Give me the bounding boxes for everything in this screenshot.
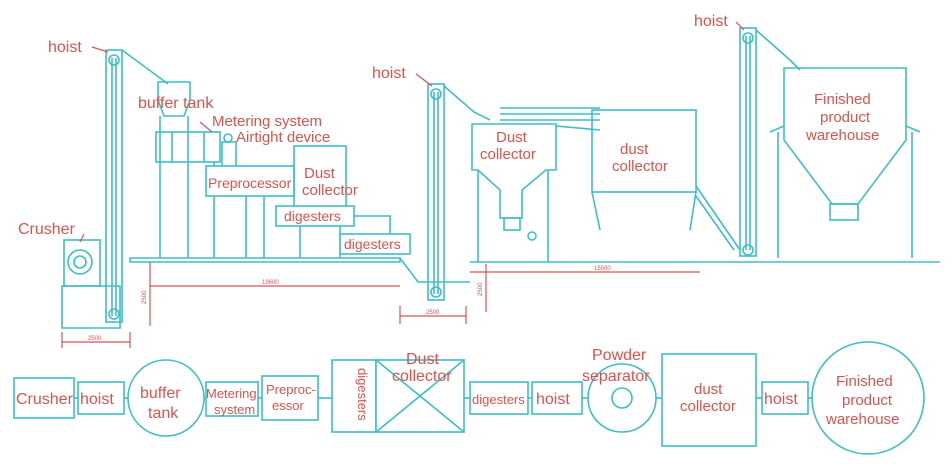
crusher-unit bbox=[61, 239, 121, 329]
flow-label-preprocessor-line2: essor bbox=[272, 398, 304, 413]
flow-preprocessor-box bbox=[261, 375, 319, 421]
label-preprocessor: Preprocessor bbox=[208, 175, 292, 191]
preprocessor-body bbox=[205, 165, 295, 197]
flow-label-hoist-2: hoist bbox=[536, 391, 570, 408]
hoist-2-chute bbox=[443, 85, 491, 121]
hoist-2-elevator bbox=[427, 83, 491, 301]
label-dust-collector-3-line1: dust bbox=[620, 141, 649, 158]
dust-collector-3-unit bbox=[591, 109, 741, 251]
buffer-tank-body bbox=[157, 81, 191, 117]
flow-label-preprocessor-line1: Preproc- bbox=[266, 382, 316, 397]
label-digesters-1: digesters bbox=[284, 208, 341, 224]
hoist-1-column bbox=[105, 49, 123, 323]
floor-ramp bbox=[399, 257, 470, 283]
digesters-2-body bbox=[339, 233, 411, 255]
dim-19600: 19600 bbox=[262, 280, 279, 286]
label-dust-collector-3-line2: collector bbox=[612, 158, 668, 175]
dim-2500-a: 2500 bbox=[88, 336, 102, 342]
side-elevation-view: 19600 15500 2500 2500 2500 2500 hoist bu… bbox=[18, 13, 940, 348]
flow-label-crusher: Crusher bbox=[16, 391, 74, 408]
flow-metering-box bbox=[205, 381, 259, 417]
flow-hoist-2-box bbox=[531, 381, 583, 415]
flow-powder-separator-core bbox=[611, 387, 633, 409]
label-warehouse-line2: product bbox=[820, 109, 871, 126]
label-dust-collector-1-line1: Dust bbox=[304, 165, 336, 182]
outlet-duct bbox=[695, 185, 741, 251]
hoist-3-elevator bbox=[739, 27, 801, 257]
dust-collector-2-unit bbox=[471, 123, 557, 262]
flow-label-dust-collector-2-line2: collector bbox=[680, 398, 736, 415]
dim-15500: 15500 bbox=[594, 266, 611, 272]
hoist-3-column bbox=[739, 27, 757, 257]
label-crusher: Crusher bbox=[18, 221, 76, 238]
crusher-wheel bbox=[67, 249, 93, 275]
airtight-device bbox=[223, 133, 233, 143]
label-warehouse-line3: warehouse bbox=[805, 127, 879, 144]
flow-label-digesters-vertical: digesters bbox=[355, 368, 370, 421]
label-dust-collector-2-line1: Dust bbox=[496, 129, 528, 146]
dust-collector-2-body bbox=[471, 123, 557, 219]
crusher-base bbox=[61, 285, 121, 329]
metering-frame bbox=[155, 131, 221, 163]
flow-dust-collector-2-box bbox=[661, 353, 757, 447]
buffer-tank-unit bbox=[157, 81, 191, 258]
label-hoist-3: hoist bbox=[694, 13, 728, 30]
flow-label-hoist-3: hoist bbox=[764, 391, 798, 408]
digester-connector bbox=[354, 215, 391, 234]
flow-label-buffer-tank-line2: tank bbox=[148, 405, 179, 422]
flow-label-dust-collector-line1: Dust bbox=[406, 351, 439, 368]
duct-lines bbox=[500, 107, 601, 131]
crusher-body bbox=[63, 239, 101, 287]
flow-digesters-box bbox=[331, 359, 377, 433]
crusher-hub bbox=[73, 255, 87, 269]
flow-label-buffer-tank-line1: buffer bbox=[140, 385, 181, 402]
floor-platform-left bbox=[129, 257, 401, 263]
hoist-1-chute bbox=[121, 49, 169, 85]
label-warehouse-line1: Finished bbox=[814, 91, 871, 108]
label-airtight-device: Airtight device bbox=[236, 129, 330, 146]
flow-label-digesters: digesters bbox=[472, 392, 525, 407]
label-metering-system: Metering system bbox=[212, 113, 322, 130]
flow-label-metering-line1: Metering bbox=[206, 386, 257, 401]
hoist-2-column bbox=[427, 83, 445, 301]
flow-hoist-1-box bbox=[77, 381, 125, 415]
hoist-3-chute bbox=[755, 29, 801, 71]
flow-label-powder-separator-line1: Powder bbox=[592, 347, 647, 364]
flow-label-dust-collector-2-line1: dust bbox=[694, 381, 723, 398]
warehouse-silo-unit bbox=[769, 67, 921, 258]
dust-collector-1-unit bbox=[293, 145, 347, 258]
flow-label-warehouse-line3: warehouse bbox=[825, 411, 899, 428]
dust-collector-3-body bbox=[591, 109, 697, 193]
flow-label-powder-separator-line2: separator bbox=[582, 368, 650, 385]
flow-label-metering-line2: system bbox=[214, 402, 255, 417]
dim-2500-b: 2500 bbox=[426, 310, 440, 316]
flow-label-warehouse-line1: Finished bbox=[836, 373, 893, 390]
label-digesters-2: digesters bbox=[344, 236, 401, 252]
flow-label-warehouse-line2: product bbox=[842, 392, 893, 409]
dimension-lines bbox=[61, 262, 700, 348]
dim-2500-d: 2500 bbox=[478, 282, 484, 296]
label-dust-collector-1-line2: collector bbox=[302, 182, 358, 199]
dim-2500-c: 2500 bbox=[142, 290, 148, 304]
flow-warehouse-circle bbox=[811, 341, 925, 455]
flow-digesters-2-box bbox=[469, 381, 529, 415]
label-buffer-tank: buffer tank bbox=[138, 95, 214, 112]
flow-label-dust-collector-line2: collector bbox=[392, 368, 452, 385]
block-flow-view: Crusher hoist buffer tank Metering syste… bbox=[13, 341, 925, 455]
label-dust-collector-2-line2: collector bbox=[480, 146, 536, 163]
label-hoist-1: hoist bbox=[48, 39, 82, 56]
label-hoist-2: hoist bbox=[372, 65, 406, 82]
flow-crusher-box bbox=[13, 377, 75, 419]
flow-buffer-tank-circle bbox=[127, 359, 205, 437]
flow-label-hoist-1: hoist bbox=[80, 391, 114, 408]
flow-hoist-3-box bbox=[761, 381, 809, 415]
